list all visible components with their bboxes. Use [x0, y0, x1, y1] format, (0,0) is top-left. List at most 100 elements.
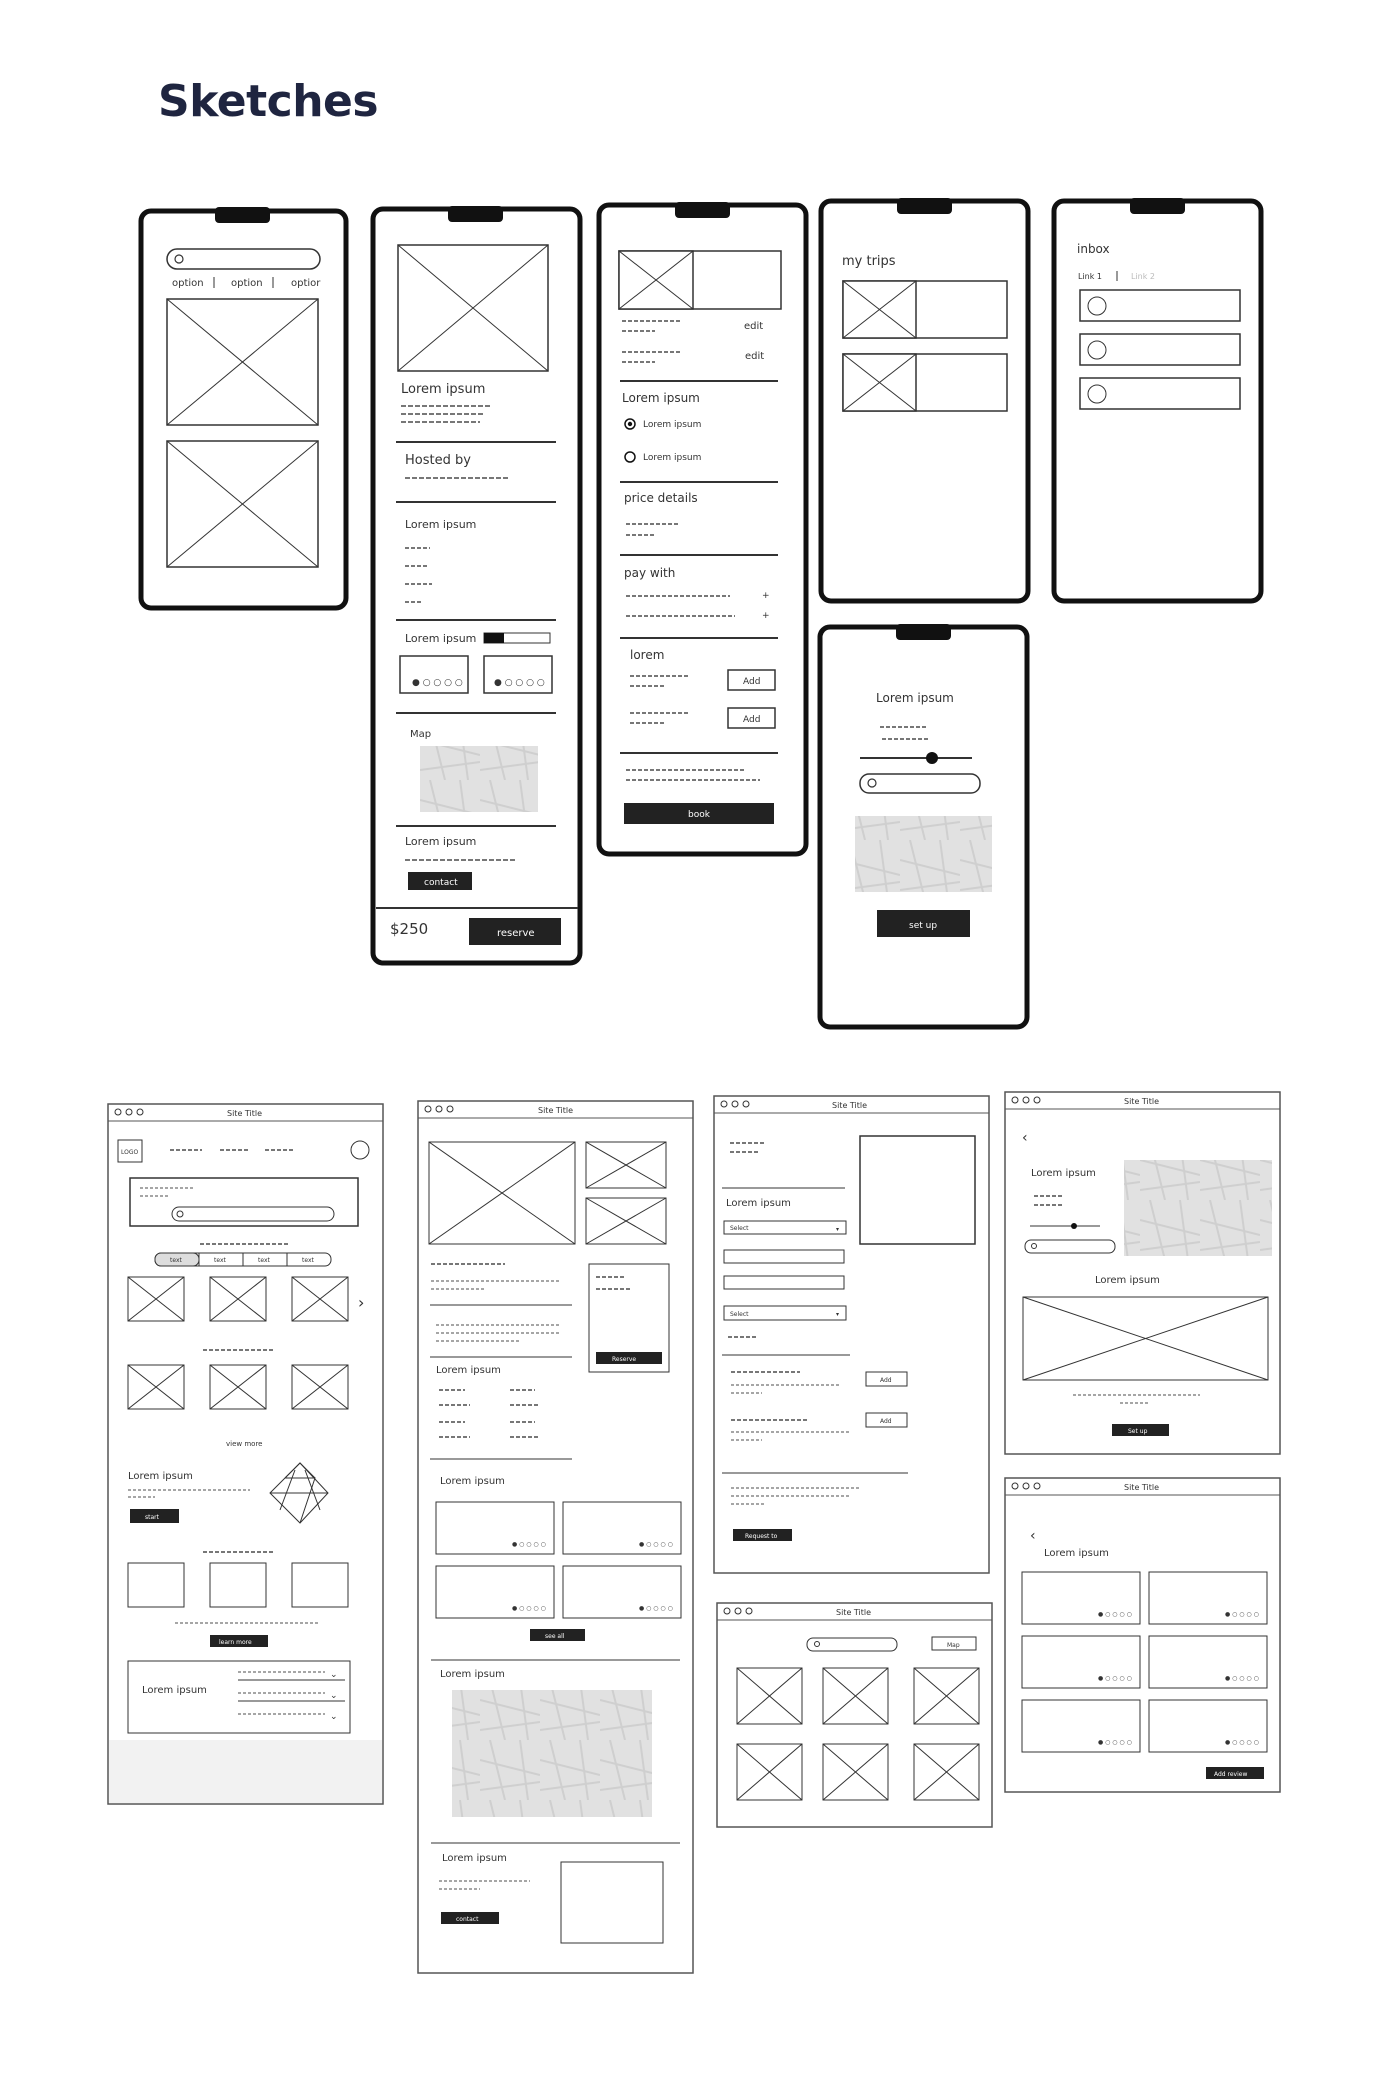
accordion-row[interactable]: ⌄ [238, 1691, 345, 1702]
option-tab-1[interactable]: option [172, 278, 204, 289]
select-dropdown[interactable]: Select ▾ [723, 1305, 847, 1321]
image-placeholder [291, 1276, 349, 1322]
filter-tabs[interactable]: text text text text [154, 1252, 332, 1267]
add-button[interactable]: Add [727, 669, 776, 691]
avatar-icon [1087, 384, 1107, 404]
reserve-button[interactable]: reserve [469, 918, 561, 945]
learn-more-button[interactable]: learn more [210, 1635, 268, 1647]
avatar-icon [1087, 296, 1107, 316]
search-input[interactable] [171, 1206, 335, 1222]
phone-checkout: edit edit Lorem ipsum Lorem ipsum Lorem … [596, 202, 809, 857]
search-input[interactable] [859, 773, 981, 794]
setup-button[interactable]: Set up [1112, 1424, 1169, 1436]
book-button[interactable]: book [624, 803, 774, 824]
search-input[interactable] [806, 1637, 898, 1652]
svg-text:● ○ ○ ○ ○: ● ○ ○ ○ ○ [1098, 1611, 1132, 1618]
accordion-row[interactable]: ⌄ [238, 1670, 345, 1681]
edit-link[interactable]: edit [744, 321, 763, 332]
phone-home: option option optior [138, 207, 349, 611]
message-row[interactable] [1079, 333, 1241, 366]
svg-text:Reserve: Reserve [612, 1356, 636, 1363]
chevron-right-icon[interactable]: › [358, 1293, 364, 1312]
setup-button[interactable]: set up [877, 910, 970, 937]
edit-link[interactable]: edit [745, 351, 764, 362]
review-card[interactable]: ● ○ ○ ○ ○ [483, 655, 553, 694]
option-tab-2[interactable]: option [231, 278, 263, 289]
add-button[interactable]: Add [865, 1371, 908, 1387]
profile-icon[interactable] [350, 1140, 370, 1160]
text-input[interactable] [723, 1275, 845, 1290]
image-placeholder [209, 1276, 267, 1322]
tab-1: text [170, 1257, 182, 1264]
svg-text:reserve: reserve [497, 928, 535, 939]
trip-card[interactable] [842, 353, 1008, 412]
request-button[interactable]: Request to [733, 1529, 792, 1541]
add-button[interactable]: Add [865, 1412, 908, 1428]
inbox-link-2[interactable]: Link 2 [1131, 272, 1155, 281]
review-card[interactable]: ● ○ ○ ○ ○ [435, 1565, 555, 1619]
svg-text:Add review: Add review [1214, 1771, 1247, 1778]
image-placeholder [166, 298, 319, 426]
lorem-label: lorem [630, 648, 664, 662]
search-input[interactable] [1024, 1239, 1116, 1254]
add-review-button[interactable]: Add review [1206, 1767, 1264, 1779]
inbox-link-1[interactable]: Link 1 [1078, 272, 1102, 281]
review-card[interactable]: ● ○ ○ ○ ○ [562, 1501, 682, 1555]
select-dropdown[interactable]: Select ▾ [723, 1220, 847, 1235]
price-label: $250 [390, 920, 428, 938]
see-all-button[interactable]: see all [530, 1629, 585, 1641]
desktop-search-grid: Site Title Map [716, 1602, 993, 1828]
option-tab-3[interactable]: optior [291, 278, 321, 289]
start-button[interactable]: start [130, 1509, 179, 1523]
message-row[interactable] [1079, 377, 1241, 410]
map[interactable] [452, 1690, 652, 1817]
message-row[interactable] [1079, 289, 1241, 322]
add-button[interactable]: Add [727, 707, 776, 729]
chevron-down-icon: ⌄ [330, 1712, 338, 1722]
map[interactable] [1124, 1160, 1272, 1256]
phone-trips: my trips [818, 198, 1031, 604]
reserve-button[interactable]: Reserve [596, 1352, 662, 1364]
phone-inbox: inbox Link 1 Link 2 [1051, 198, 1264, 604]
back-icon[interactable]: ‹ [1022, 1130, 1028, 1146]
desktop-form: Site Title Lorem ipsum Select ▾ Select ▾… [713, 1095, 990, 1574]
svg-text:● ○ ○ ○ ○: ● ○ ○ ○ ○ [512, 1605, 546, 1612]
radio-unselected[interactable] [624, 451, 636, 463]
svg-text:Add: Add [880, 1377, 892, 1384]
svg-text:Add: Add [743, 677, 760, 687]
map[interactable] [855, 816, 992, 892]
review-card[interactable]: ● ○ ○ ○ ○ [1148, 1571, 1268, 1625]
view-more-link[interactable]: view more [226, 1440, 262, 1448]
range-slider[interactable] [1030, 1223, 1100, 1229]
review-card[interactable]: ● ○ ○ ○ ○ [1021, 1571, 1141, 1625]
phone-setup: Lorem ipsum set up [817, 624, 1030, 1030]
contact-button[interactable]: contact [441, 1912, 499, 1924]
svg-text:Set up: Set up [1128, 1428, 1148, 1435]
review-card[interactable]: ● ○ ○ ○ ○ [1148, 1699, 1268, 1753]
review-card[interactable]: ● ○ ○ ○ ○ [1021, 1635, 1141, 1689]
chevron-down-icon: ⌄ [330, 1691, 338, 1701]
svg-text:● ○ ○ ○ ○: ● ○ ○ ○ ○ [494, 678, 545, 688]
image-placeholder [859, 1135, 976, 1245]
svg-text:Request to: Request to [745, 1533, 778, 1540]
back-icon[interactable]: ‹ [1030, 1528, 1036, 1544]
review-card[interactable]: ● ○ ○ ○ ○ [1148, 1635, 1268, 1689]
review-card[interactable]: ● ○ ○ ○ ○ [1021, 1699, 1141, 1753]
review-card[interactable]: ● ○ ○ ○ ○ [399, 655, 469, 694]
review-card[interactable]: ● ○ ○ ○ ○ [435, 1501, 555, 1555]
map[interactable] [420, 746, 538, 812]
text-input[interactable] [723, 1249, 845, 1264]
map-button[interactable]: Map [931, 1636, 977, 1651]
image-placeholder [585, 1197, 667, 1245]
range-slider[interactable] [860, 752, 972, 764]
search-input[interactable] [166, 248, 321, 270]
desktop-map: Site Title ‹ Lorem ipsum Lorem ipsum Set… [1004, 1091, 1281, 1455]
reviews-heading: Lorem ipsum [1044, 1548, 1109, 1559]
svg-text:+: + [762, 591, 770, 601]
trip-card[interactable] [842, 280, 1008, 339]
review-card[interactable]: ● ○ ○ ○ ○ [562, 1565, 682, 1619]
image-placeholder [127, 1364, 185, 1410]
map-heading: Lorem ipsum [440, 1669, 505, 1680]
accordion-row[interactable]: ⌄ [238, 1712, 338, 1722]
contact-button[interactable]: contact [408, 872, 472, 890]
